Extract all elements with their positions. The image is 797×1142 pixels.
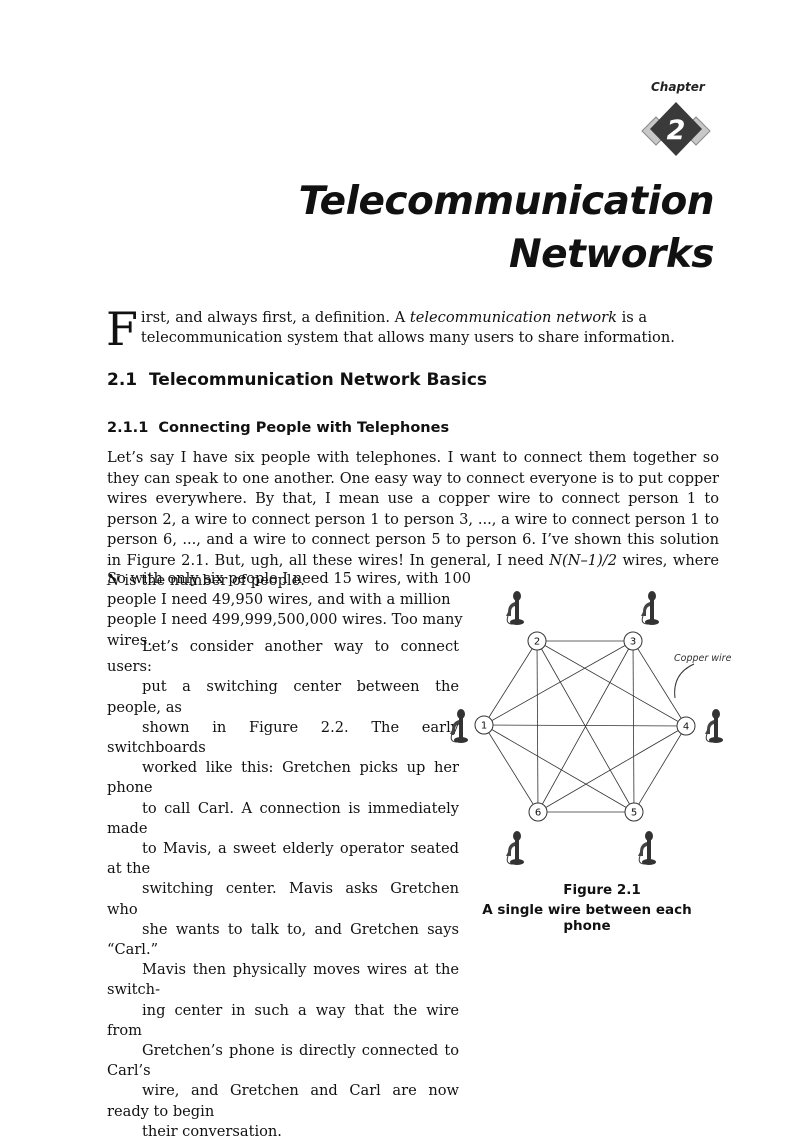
wire-1-2 (483, 640, 538, 726)
section-heading: 2.1 Telecommunication Network Basics (107, 370, 488, 390)
node-label: 4 (683, 722, 689, 733)
node-label: 2 (534, 637, 540, 648)
chapter-number: 2 (667, 115, 686, 146)
figure-caption: A single wire between each phone (482, 902, 692, 934)
node-label: 6 (535, 808, 541, 819)
wire-4-6 (537, 725, 687, 813)
chapter-title: Telecommunication Networks (154, 175, 715, 281)
paragraph-2-line: she wants to talk to, and Gretchen says … (107, 920, 459, 959)
paragraph-2-line: Gretchen’s phone is directly connected t… (107, 1042, 459, 1080)
node-circle (528, 802, 548, 822)
paragraph-2-line: shown in Figure 2.2. The early switchboa… (107, 718, 459, 757)
chapter-title-line1: Telecommunication (298, 179, 715, 224)
paragraph-2-line: Mavis then physically moves wires at the… (107, 961, 459, 999)
telephone-icon (637, 830, 657, 866)
wire-1-3 (483, 640, 634, 726)
paragraph-1: Let’s say I have six people with telepho… (107, 448, 719, 592)
wire-3-4 (632, 640, 687, 727)
paragraph-2-line: to call Carl. A connection is immediatel… (107, 799, 459, 837)
paragraph-2-line: ing center in such a way that the wire f… (107, 1001, 459, 1039)
paragraph-1-part1: Let’s say I have six people with telepho… (107, 449, 719, 569)
node-label: 1 (481, 721, 487, 732)
node-label: 5 (631, 808, 637, 819)
node-circle (527, 631, 547, 651)
figure-number: Figure 2.1 (563, 882, 641, 898)
node-circle (623, 631, 643, 651)
wire-2-6 (536, 640, 539, 813)
intro-term: telecommunication network (409, 309, 617, 326)
wire-formula: N(N–1)/2 (549, 551, 617, 569)
paragraph-2: Let’s consider another way to connect us… (107, 637, 459, 1142)
chapter-badge: 2 (641, 102, 711, 156)
paragraph-2-line: their conversation. (142, 1122, 282, 1140)
wire-4-5 (633, 725, 687, 813)
dropcap-letter: F (106, 302, 138, 356)
paragraph-2-line: Let’s consider another way to connect us… (107, 638, 459, 676)
variable-n: N (107, 572, 120, 589)
paragraph-1-part3: is the number of people. (119, 572, 305, 589)
wire-3-5 (632, 640, 635, 813)
copper-wire-annotation: Copper wire (674, 653, 732, 699)
chapter-badge-center-diamond (650, 102, 702, 156)
copper-wire-label: Copper wire (674, 653, 732, 664)
node-circle (624, 802, 644, 822)
paragraph-2-line: switching center. Mavis asks Gretchen wh… (107, 880, 459, 918)
paragraph-2-line: to Mavis, a sweet elderly operator seate… (107, 840, 459, 878)
wire-3-6 (537, 640, 634, 813)
telephone-icon (449, 708, 469, 744)
subsection-heading: 2.1.1 Connecting People with Telephones (107, 420, 450, 436)
intro-text-after: is a telecommunication system that allow… (140, 309, 675, 346)
wire-1-6 (483, 724, 539, 813)
figure-full-mesh: 1 2 3 4 5 6 Copper wire (449, 590, 732, 866)
telephone-icon (640, 590, 660, 626)
node-label: 3 (630, 637, 636, 648)
wire-2-4 (536, 640, 687, 727)
paragraph-2-line: put a switching center between the peopl… (107, 678, 459, 716)
telephone-icon (704, 708, 724, 744)
node-circle (474, 715, 494, 735)
telephone-icon (505, 590, 525, 626)
chapter-label: Chapter (651, 80, 705, 94)
paragraph-1-tail: So with only six people I need 15 wires,… (107, 570, 472, 649)
node-circle (676, 716, 696, 736)
telephone-icon (505, 830, 525, 866)
intro-text-before: irst, and always first, a definition. A (140, 309, 410, 326)
copper-wires (483, 640, 687, 813)
paragraph-2-line: wire, and Gretchen and Carl are now read… (107, 1082, 459, 1120)
paragraph-1-part2: wires, where (617, 551, 719, 569)
paragraph-2-line: worked like this: Gretchen picks up her … (107, 759, 459, 797)
annotation-arrow (674, 663, 695, 699)
phone-nodes: 1 2 3 4 5 6 (449, 590, 724, 866)
chapter-title-line2: Networks (509, 232, 714, 277)
wire-1-5 (483, 724, 635, 813)
